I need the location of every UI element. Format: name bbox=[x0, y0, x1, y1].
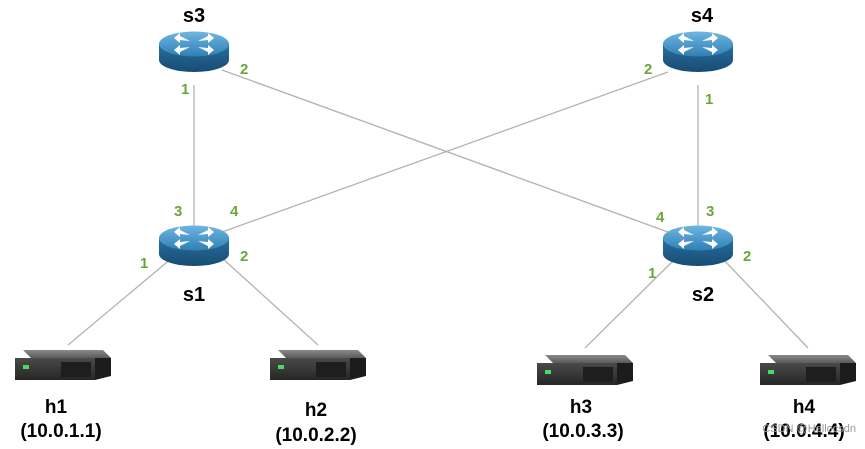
port-label: 2 bbox=[644, 61, 652, 78]
host-name: h1 bbox=[45, 397, 68, 418]
host-name: h4 bbox=[793, 397, 816, 418]
port-label: 1 bbox=[140, 255, 148, 272]
switch-s1[interactable]: s1 bbox=[159, 225, 229, 307]
port-label: 3 bbox=[706, 203, 714, 220]
host-h4[interactable]: h4 (10.0.4.4) bbox=[760, 355, 856, 442]
router-icon bbox=[663, 225, 733, 266]
port-label: 4 bbox=[656, 209, 665, 226]
switch-s3[interactable]: s3 bbox=[159, 5, 229, 72]
port-label: 2 bbox=[240, 61, 248, 78]
server-icon bbox=[760, 355, 856, 385]
host-h1[interactable]: h1 (10.0.1.1) bbox=[15, 350, 111, 442]
host-ip: (10.0.4.4) bbox=[763, 421, 844, 442]
router-icon bbox=[663, 31, 733, 72]
host-h2[interactable]: h2 (10.0.2.2) bbox=[270, 350, 366, 446]
link-s1-h1 bbox=[67, 257, 173, 346]
switch-s4[interactable]: s4 bbox=[663, 5, 733, 72]
switch-label: s2 bbox=[692, 284, 714, 306]
link-s1-h2 bbox=[221, 257, 319, 346]
port-label: 4 bbox=[230, 203, 239, 220]
port-label: 1 bbox=[705, 91, 713, 108]
watermark: CSDN @Hellocsdn bbox=[762, 423, 856, 435]
link-s2-h3 bbox=[584, 257, 677, 349]
port-labels: 1 2 2 1 3 4 4 3 1 2 1 2 bbox=[140, 61, 751, 282]
router-icon bbox=[159, 225, 229, 266]
port-label: 1 bbox=[648, 265, 656, 282]
link-s4-s1 bbox=[221, 71, 669, 233]
router-icon bbox=[159, 31, 229, 72]
port-label: 3 bbox=[174, 203, 182, 220]
switch-label: s3 bbox=[183, 5, 205, 27]
host-h3[interactable]: h3 (10.0.3.3) bbox=[537, 355, 633, 442]
host-name: h2 bbox=[305, 400, 327, 421]
host-name: h3 bbox=[570, 397, 592, 418]
port-label: 1 bbox=[181, 81, 189, 98]
host-ip: (10.0.1.1) bbox=[20, 421, 101, 442]
host-ip: (10.0.3.3) bbox=[542, 421, 623, 442]
server-icon bbox=[537, 355, 633, 385]
server-icon bbox=[270, 350, 366, 380]
switch-s2[interactable]: s2 bbox=[663, 225, 733, 307]
port-label: 2 bbox=[240, 248, 248, 265]
host-ip: (10.0.2.2) bbox=[275, 425, 356, 446]
port-label: 2 bbox=[743, 248, 751, 265]
link-s2-h4 bbox=[721, 257, 809, 349]
link-s3-s2 bbox=[221, 69, 669, 233]
server-icon bbox=[15, 350, 111, 380]
switch-label: s1 bbox=[183, 284, 205, 306]
switch-label: s4 bbox=[691, 5, 714, 27]
links bbox=[67, 69, 809, 349]
